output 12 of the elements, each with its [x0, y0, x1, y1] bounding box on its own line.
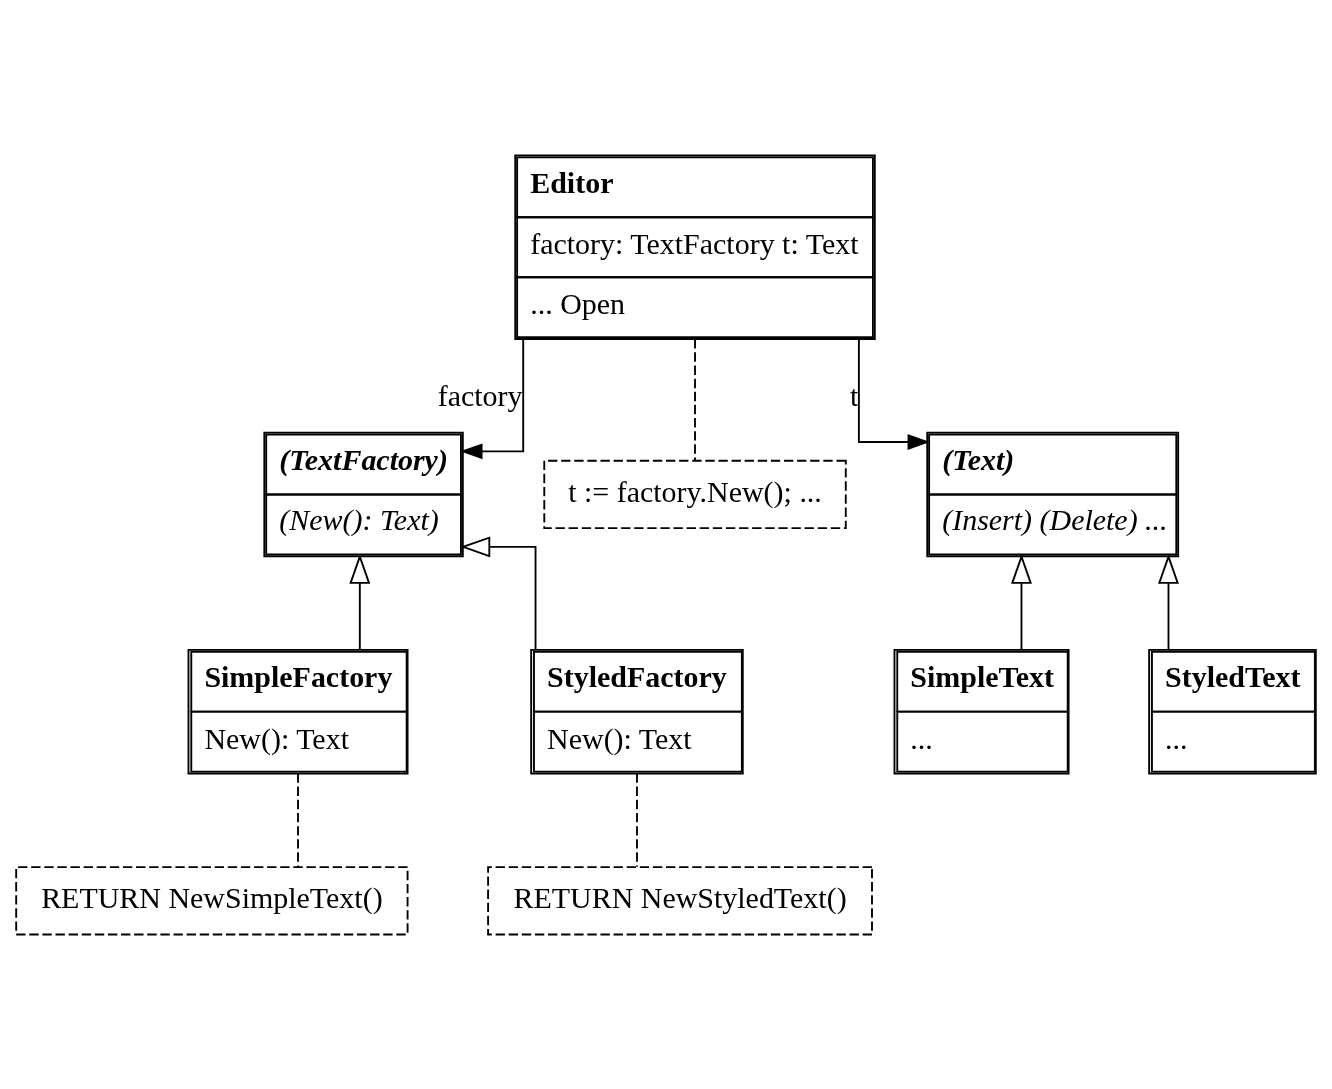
- node-box: RETURN NewStyledText(): [487, 865, 873, 935]
- arrow: [1158, 553, 1179, 650]
- arrow: [1011, 553, 1032, 650]
- connector: [636, 772, 638, 868]
- arrow: [857, 338, 931, 450]
- edge-label: t: [850, 378, 859, 412]
- connector: [694, 337, 696, 461]
- node-box: t := factory.New(); ...: [543, 459, 847, 529]
- node-box: RETURN NewSimpleText(): [15, 865, 409, 935]
- arrow: [460, 535, 537, 651]
- connector: [297, 772, 299, 868]
- arrow: [349, 553, 371, 650]
